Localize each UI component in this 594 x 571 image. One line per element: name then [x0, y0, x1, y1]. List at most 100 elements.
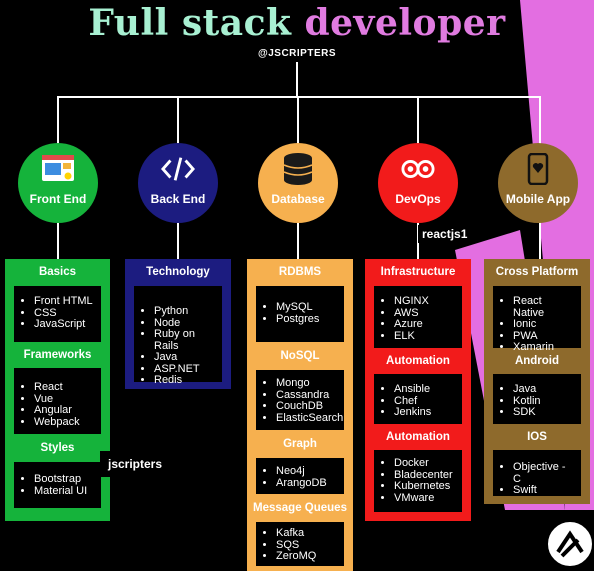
section-list: Java Kotlin SDK: [493, 374, 581, 424]
column-mobile: Cross Platform React Native Ionic PWA Xa…: [484, 259, 590, 504]
list-item: Cassandra: [276, 389, 338, 402]
column-frontend: Basics Front HTML CSS JavaScript Framewo…: [5, 259, 110, 521]
connector-frontend: [57, 96, 59, 144]
section-list: React Native Ionic PWA Xamarin: [493, 286, 581, 353]
list-item: Ionic: [513, 318, 575, 331]
list-item: React Native: [513, 295, 575, 319]
list-item: ArangoDB: [276, 477, 338, 490]
category-label: Front End: [29, 192, 87, 206]
section-list: MySQL Postgres: [256, 286, 344, 342]
list-item: Ruby on Rails: [154, 328, 216, 352]
column-database: RDBMS MySQL Postgres NoSQL Mongo Cassand…: [247, 259, 353, 571]
list-item: Angular: [34, 404, 95, 417]
list-item: Docker: [394, 457, 456, 470]
connector-database: [297, 96, 299, 144]
list-item: Vue: [34, 393, 95, 406]
category-label: Mobile App: [505, 192, 571, 206]
list-item: Azure: [394, 318, 456, 331]
section-title: Frameworks: [23, 349, 92, 361]
list-item: Kubernetes: [394, 480, 456, 493]
section-title: NoSQL: [280, 350, 320, 362]
section-title: Android: [514, 355, 560, 367]
list-item: Xamarin: [513, 341, 575, 354]
section-list: Neo4j ArangoDB: [256, 458, 344, 494]
code-icon: [161, 152, 195, 186]
section-list: Mongo Cassandra CouchDB ElasticSearch: [256, 370, 344, 430]
list-item: SDK: [513, 406, 575, 419]
section-list: Objective - C Swift: [493, 450, 581, 496]
section-title: Message Queues: [253, 502, 347, 514]
section-title: Cross Platform: [495, 266, 579, 278]
stem-mobile: [539, 222, 541, 260]
connector-devops: [417, 96, 419, 144]
list-item: Chef: [394, 395, 456, 408]
list-item: CouchDB: [276, 400, 338, 413]
list-item: JavaScript: [34, 318, 95, 331]
list-item: PWA: [513, 330, 575, 343]
section-list: Kafka SQS ZeroMQ: [256, 522, 344, 566]
section-title: IOS: [527, 431, 547, 443]
category-database: Database: [258, 143, 338, 223]
list-item: AWS: [394, 307, 456, 320]
list-item: Python: [154, 305, 216, 318]
database-icon: [281, 152, 315, 186]
section-list: Ansible Chef Jenkins: [374, 374, 462, 424]
connector-trunk: [296, 62, 298, 98]
list-item: CSS: [34, 307, 95, 320]
section-title: Automation: [386, 355, 450, 367]
category-label: Back End: [150, 192, 206, 206]
phone-icon: [521, 152, 555, 186]
title-part-2: developer: [304, 2, 506, 44]
category-mobile: Mobile App: [498, 143, 578, 223]
column-backend: Technology Python Node Ruby on Rails Jav…: [125, 259, 231, 389]
category-label: DevOps: [395, 192, 441, 206]
list-item: ASP.NET: [154, 363, 216, 376]
section-list: Python Node Ruby on Rails Java ASP.NET R…: [134, 286, 222, 386]
section-title: Technology: [146, 266, 210, 278]
section-list: Docker Bladecenter Kubernetes VMware: [374, 450, 462, 512]
list-item: Java: [513, 383, 575, 396]
list-item: Kotlin: [513, 395, 575, 408]
list-item: Ansible: [394, 383, 456, 396]
list-item: NGINX: [394, 295, 456, 308]
list-item: Objective - C: [513, 461, 575, 485]
stem-frontend: [57, 222, 59, 260]
section-title: Automation: [386, 431, 450, 443]
stem-backend: [177, 222, 179, 260]
section-title: Graph: [283, 438, 317, 450]
list-item: Front HTML: [34, 295, 95, 308]
list-item: Material UI: [34, 485, 95, 498]
list-item: Redis: [154, 374, 216, 387]
section-title: Infrastructure: [380, 266, 456, 278]
category-frontend: Front End: [18, 143, 98, 223]
connector-mobile: [539, 96, 541, 144]
list-item: VMware: [394, 492, 456, 505]
page-title: Full stack developer: [0, 2, 594, 44]
infinity-icon: [401, 152, 435, 186]
list-item: ElasticSearch: [276, 412, 343, 425]
list-item: Node: [154, 317, 216, 330]
author-handle: @JSCRIPTERS: [257, 48, 337, 59]
browser-icon: [41, 152, 75, 186]
section-title: Styles: [40, 442, 75, 454]
list-item: Jenkins: [394, 406, 456, 419]
section-list: NGINX AWS Azure ELK: [374, 286, 462, 348]
category-devops: DevOps: [378, 143, 458, 223]
overlay-tag-jscripters: jscripters: [100, 451, 171, 477]
connector-horizontal: [57, 96, 541, 98]
brand-logo: [546, 520, 594, 568]
list-item: Bootstrap: [34, 473, 95, 486]
section-list: Bootstrap Material UI: [14, 462, 101, 508]
list-item: Kafka: [276, 527, 338, 540]
section-list: Front HTML CSS JavaScript: [14, 286, 101, 342]
list-item: MySQL: [276, 301, 338, 314]
section-title: RDBMS: [278, 266, 322, 278]
category-label: Database: [271, 192, 325, 206]
section-title: Basics: [38, 266, 77, 278]
list-item: Bladecenter: [394, 469, 456, 482]
list-item: Postgres: [276, 313, 338, 326]
list-item: Java: [154, 351, 216, 364]
category-backend: Back End: [138, 143, 218, 223]
column-devops: Infrastructure NGINX AWS Azure ELK Autom…: [365, 259, 471, 521]
list-item: React: [34, 381, 95, 394]
